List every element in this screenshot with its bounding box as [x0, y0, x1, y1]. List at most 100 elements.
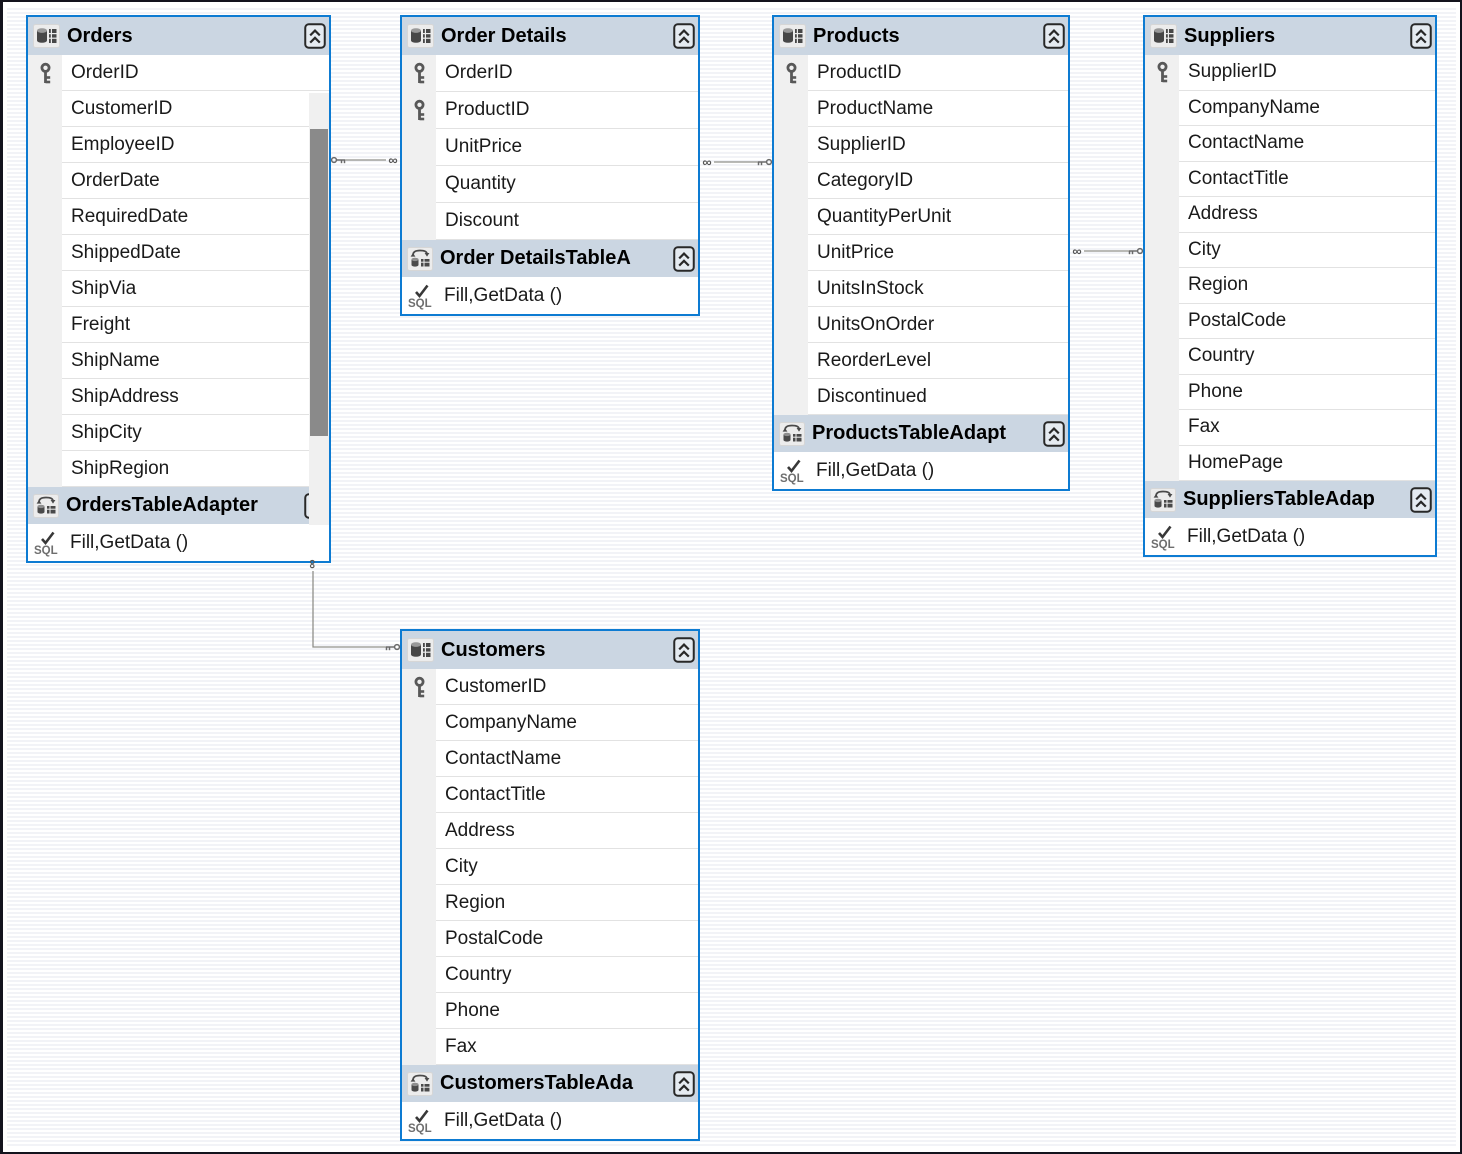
- column-name[interactable]: UnitPrice: [808, 235, 1068, 271]
- column-row[interactable]: ShipRegion: [28, 451, 329, 487]
- column-name[interactable]: ShipCity: [62, 415, 329, 451]
- column-name[interactable]: QuantityPerUnit: [808, 199, 1068, 235]
- column-name[interactable]: Address: [436, 813, 698, 849]
- column-row[interactable]: ContactTitle: [402, 777, 698, 813]
- column-name[interactable]: PostalCode: [436, 921, 698, 957]
- column-name[interactable]: City: [1179, 233, 1435, 268]
- column-name[interactable]: ShipName: [62, 343, 329, 379]
- adapter-header[interactable]: SuppliersTableAdap: [1145, 481, 1435, 518]
- collapse-adapter-button[interactable]: [673, 245, 695, 272]
- column-name[interactable]: OrderID: [436, 55, 698, 92]
- column-name[interactable]: PostalCode: [1179, 304, 1435, 339]
- column-name[interactable]: UnitsInStock: [808, 271, 1068, 307]
- collapse-table-button[interactable]: [1410, 23, 1432, 49]
- column-name[interactable]: SupplierID: [808, 127, 1068, 163]
- column-row[interactable]: ProductID: [402, 92, 698, 129]
- adapter-method-row[interactable]: SQL Fill,GetData (): [402, 1102, 698, 1139]
- column-row[interactable]: Address: [402, 813, 698, 849]
- table-order_details[interactable]: Order Details OrderID ProductID UnitPric…: [400, 15, 700, 316]
- column-row[interactable]: OrderID: [402, 55, 698, 92]
- column-row[interactable]: City: [1145, 232, 1435, 268]
- column-name[interactable]: ReorderLevel: [808, 343, 1068, 379]
- table-header[interactable]: Products: [774, 17, 1068, 55]
- dataset-designer-canvas[interactable]: Orders OrderID CustomerID EmployeeID Ord…: [7, 6, 1456, 1148]
- column-row[interactable]: ShipVia: [28, 271, 329, 307]
- column-row[interactable]: CompanyName: [1145, 90, 1435, 126]
- column-row[interactable]: SupplierID: [774, 127, 1068, 163]
- column-row[interactable]: RequiredDate: [28, 199, 329, 235]
- collapse-adapter-button[interactable]: [1410, 486, 1432, 513]
- column-row[interactable]: UnitsInStock: [774, 271, 1068, 307]
- relation-orderdetails-products[interactable]: ∞: [702, 155, 773, 170]
- column-row[interactable]: UnitPrice: [774, 235, 1068, 271]
- table-suppliers[interactable]: Suppliers SupplierID CompanyName Contact…: [1143, 15, 1437, 557]
- column-row[interactable]: ContactTitle: [1145, 161, 1435, 197]
- column-row[interactable]: PostalCode: [402, 921, 698, 957]
- column-name[interactable]: OrderDate: [62, 163, 329, 199]
- column-name[interactable]: ShippedDate: [62, 235, 329, 271]
- column-name[interactable]: Region: [1179, 268, 1435, 304]
- column-name[interactable]: SupplierID: [1179, 55, 1435, 91]
- adapter-header[interactable]: ProductsTableAdapt: [774, 415, 1068, 452]
- collapse-table-button[interactable]: [673, 23, 695, 49]
- column-row[interactable]: EmployeeID: [28, 127, 329, 163]
- table-header[interactable]: Orders: [28, 17, 329, 55]
- column-row[interactable]: CategoryID: [774, 163, 1068, 199]
- adapter-method-row[interactable]: SQL Fill,GetData (): [402, 277, 698, 314]
- column-row[interactable]: Quantity: [402, 166, 698, 203]
- column-row[interactable]: ProductName: [774, 91, 1068, 127]
- column-row[interactable]: City: [402, 849, 698, 885]
- column-row[interactable]: PostalCode: [1145, 303, 1435, 339]
- column-row[interactable]: Phone: [1145, 374, 1435, 410]
- adapter-header[interactable]: OrdersTableAdapter: [28, 487, 329, 524]
- column-row[interactable]: Fax: [1145, 410, 1435, 446]
- column-name[interactable]: CompanyName: [436, 705, 698, 741]
- column-name[interactable]: CategoryID: [808, 163, 1068, 199]
- column-name[interactable]: Region: [436, 885, 698, 921]
- table-customers[interactable]: Customers CustomerID CompanyName Contact…: [400, 629, 700, 1141]
- column-name[interactable]: ProductID: [808, 55, 1068, 91]
- table-orders[interactable]: Orders OrderID CustomerID EmployeeID Ord…: [26, 15, 331, 563]
- adapter-header[interactable]: CustomersTableAda: [402, 1065, 698, 1102]
- column-name[interactable]: Country: [1179, 339, 1435, 375]
- column-name[interactable]: ContactTitle: [436, 777, 698, 813]
- column-row[interactable]: Country: [402, 957, 698, 993]
- column-name[interactable]: RequiredDate: [62, 199, 329, 235]
- column-name[interactable]: Phone: [1179, 375, 1435, 410]
- column-row[interactable]: ShipName: [28, 343, 329, 379]
- column-row[interactable]: CustomerID: [28, 91, 329, 127]
- column-row[interactable]: Address: [1145, 197, 1435, 233]
- column-row[interactable]: Country: [1145, 339, 1435, 375]
- column-row[interactable]: OrderID: [28, 55, 329, 91]
- rows-scrollbar[interactable]: [309, 93, 329, 525]
- column-name[interactable]: HomePage: [1179, 446, 1435, 481]
- column-row[interactable]: CustomerID: [402, 669, 698, 705]
- column-row[interactable]: QuantityPerUnit: [774, 199, 1068, 235]
- adapter-method-row[interactable]: SQL Fill,GetData (): [28, 524, 329, 561]
- column-name[interactable]: Phone: [436, 993, 698, 1029]
- column-name[interactable]: ProductName: [808, 91, 1068, 127]
- collapse-table-button[interactable]: [304, 23, 326, 49]
- column-row[interactable]: ShipAddress: [28, 379, 329, 415]
- table-products[interactable]: Products ProductID ProductName SupplierI…: [772, 15, 1070, 491]
- column-name[interactable]: Discontinued: [808, 379, 1068, 415]
- column-row[interactable]: ContactName: [402, 741, 698, 777]
- column-name[interactable]: Fax: [1179, 410, 1435, 446]
- column-name[interactable]: UnitsOnOrder: [808, 307, 1068, 343]
- column-name[interactable]: ContactTitle: [1179, 162, 1435, 197]
- column-row[interactable]: HomePage: [1145, 445, 1435, 481]
- relation-products-suppliers[interactable]: ∞: [1072, 244, 1144, 259]
- collapse-adapter-button[interactable]: [673, 1070, 695, 1097]
- column-row[interactable]: ContactName: [1145, 126, 1435, 162]
- adapter-method-row[interactable]: SQL Fill,GetData (): [774, 452, 1068, 489]
- column-row[interactable]: UnitsOnOrder: [774, 307, 1068, 343]
- column-name[interactable]: Discount: [436, 203, 698, 240]
- collapse-adapter-button[interactable]: [1043, 420, 1065, 447]
- column-name[interactable]: ShipVia: [62, 271, 329, 307]
- column-row[interactable]: CompanyName: [402, 705, 698, 741]
- scrollbar-thumb[interactable]: [310, 129, 328, 436]
- column-row[interactable]: Freight: [28, 307, 329, 343]
- column-name[interactable]: CustomerID: [62, 91, 329, 127]
- column-row[interactable]: Region: [1145, 268, 1435, 304]
- adapter-method-row[interactable]: SQL Fill,GetData (): [1145, 518, 1435, 555]
